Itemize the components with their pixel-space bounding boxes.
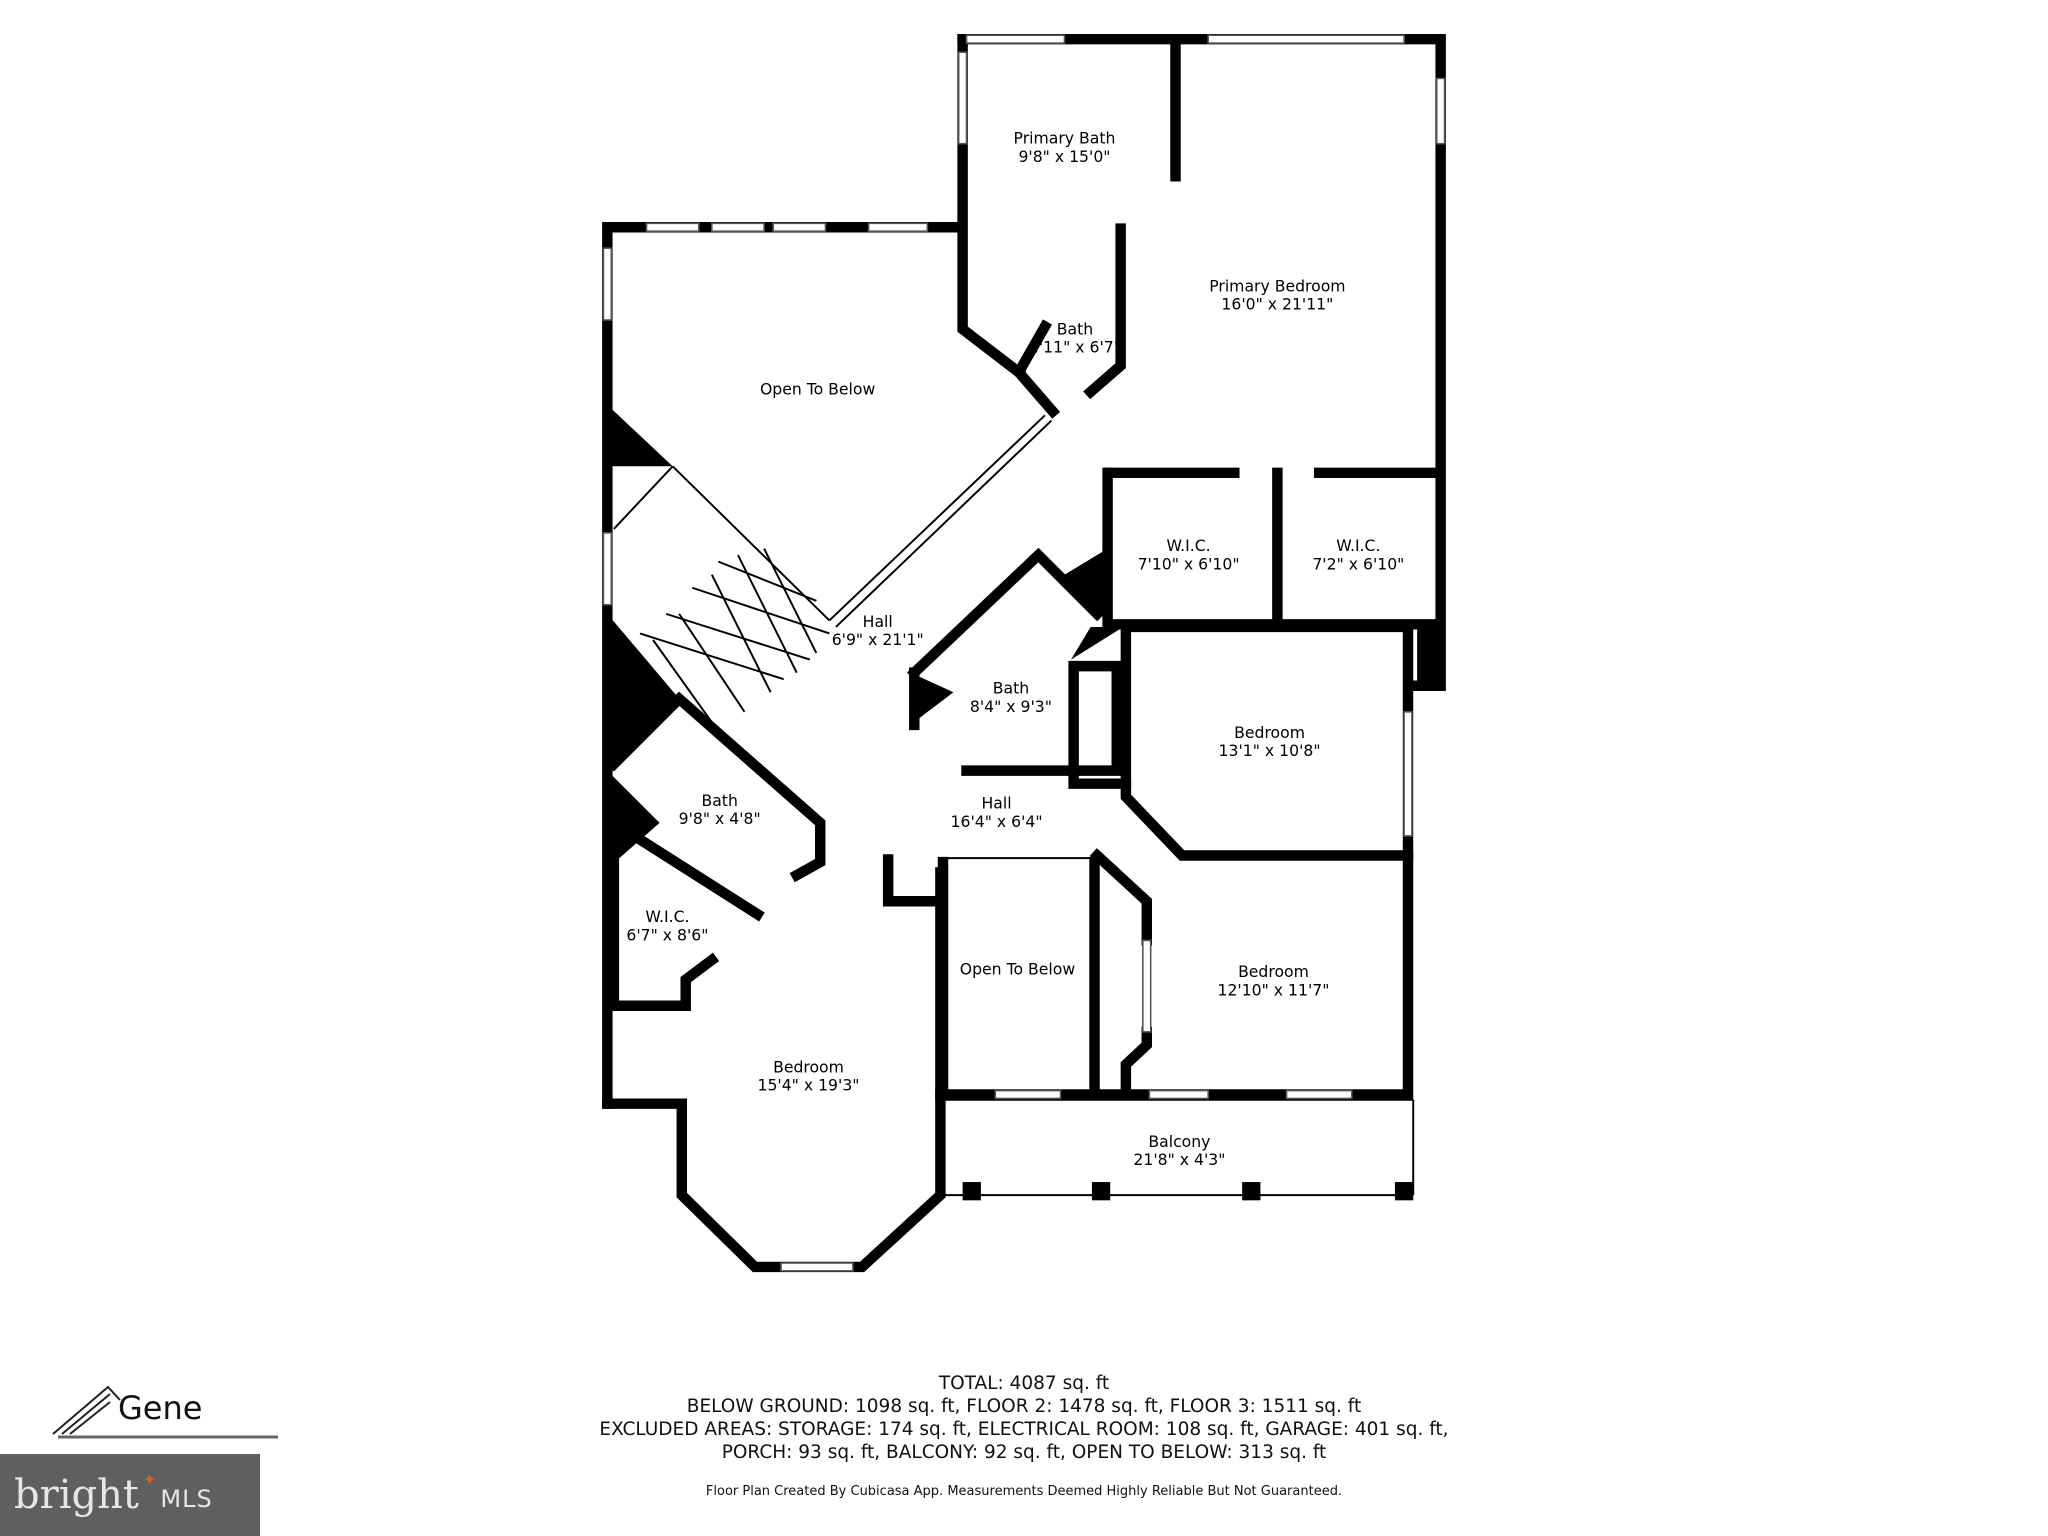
room-labels: Primary Bath 9'8" x 15'0" Primary Bedroo… — [626, 129, 1404, 1169]
room-dims-primary-bedroom: 16'0" x 21'11" — [1221, 295, 1333, 314]
room-name-balcony: Balcony — [1148, 1132, 1210, 1151]
room-name-hall-1: Hall — [863, 612, 893, 631]
room-dims-wic-3: 6'7" x 8'6" — [626, 925, 708, 944]
room-dims-balcony: 21'8" x 4'3" — [1133, 1150, 1225, 1169]
room-name-bedroom-southeast: Bedroom — [1238, 962, 1309, 981]
bright-star-icon: ✦ — [142, 1470, 157, 1489]
walls — [602, 33, 1446, 1273]
room-name-bath-center: Bath — [993, 679, 1029, 698]
room-dims-hall-2: 16'4" x 6'4" — [951, 812, 1043, 831]
room-dims-bedroom-southeast: 12'10" x 11'7" — [1217, 980, 1329, 999]
room-dims-bath-center: 8'4" x 9'3" — [970, 697, 1052, 716]
excluded-areas-line-1: EXCLUDED AREAS: STORAGE: 174 sq. ft, ELE… — [599, 1419, 1449, 1440]
room-dims-bedroom-east: 13'1" x 10'8" — [1219, 741, 1321, 760]
room-name-bedroom-east: Bedroom — [1234, 723, 1305, 742]
mls-wordmark: MLS — [160, 1485, 213, 1513]
room-name-bedroom-southwest: Bedroom — [773, 1057, 844, 1076]
disclaimer: Floor Plan Created By Cubicasa App. Meas… — [705, 1484, 1343, 1499]
bright-mls-logo: bright ✦ MLS — [0, 1454, 260, 1536]
windows — [602, 34, 1446, 1272]
excluded-areas-line-2: PORCH: 93 sq. ft, BALCONY: 92 sq. ft, OP… — [721, 1442, 1327, 1463]
room-dims-bath-west: 9'8" x 4'8" — [679, 809, 761, 828]
gene-logo-text: Gene — [118, 1389, 203, 1427]
room-name-wic-1: W.I.C. — [1166, 536, 1210, 555]
stairs — [639, 548, 830, 732]
room-name-bath-small: Bath — [1057, 319, 1093, 338]
room-dims-bedroom-southwest: 15'4" x 19'3" — [757, 1076, 859, 1095]
room-name-primary-bedroom: Primary Bedroom — [1209, 276, 1345, 295]
room-dims-primary-bath: 9'8" x 15'0" — [1018, 147, 1110, 166]
total-area: TOTAL: 4087 sq. ft — [938, 1373, 1110, 1394]
room-dims-wic-1: 7'10" x 6'10" — [1138, 554, 1240, 573]
room-name-open-to-below-1: Open To Below — [760, 379, 876, 398]
room-name-bath-west: Bath — [701, 791, 737, 810]
room-dims-bath-small: 2'11" x 6'7" — [1029, 338, 1121, 357]
bright-wordmark: bright — [14, 1472, 139, 1518]
room-name-wic-2: W.I.C. — [1336, 536, 1380, 555]
floor-areas: BELOW GROUND: 1098 sq. ft, FLOOR 2: 1478… — [686, 1396, 1362, 1417]
room-name-primary-bath: Primary Bath — [1014, 129, 1116, 148]
room-name-wic-3: W.I.C. — [645, 907, 689, 926]
roof-icon — [52, 1385, 278, 1439]
room-dims-wic-2: 7'2" x 6'10" — [1312, 554, 1404, 573]
area-summary: TOTAL: 4087 sq. ft BELOW GROUND: 1098 sq… — [0, 1372, 2048, 1464]
room-name-open-to-below-2: Open To Below — [960, 959, 1076, 978]
gene-virtual-tours-logo: Gene — [48, 1382, 288, 1452]
room-name-hall-2: Hall — [982, 793, 1012, 812]
room-dims-hall-1: 6'9" x 21'1" — [832, 630, 924, 649]
